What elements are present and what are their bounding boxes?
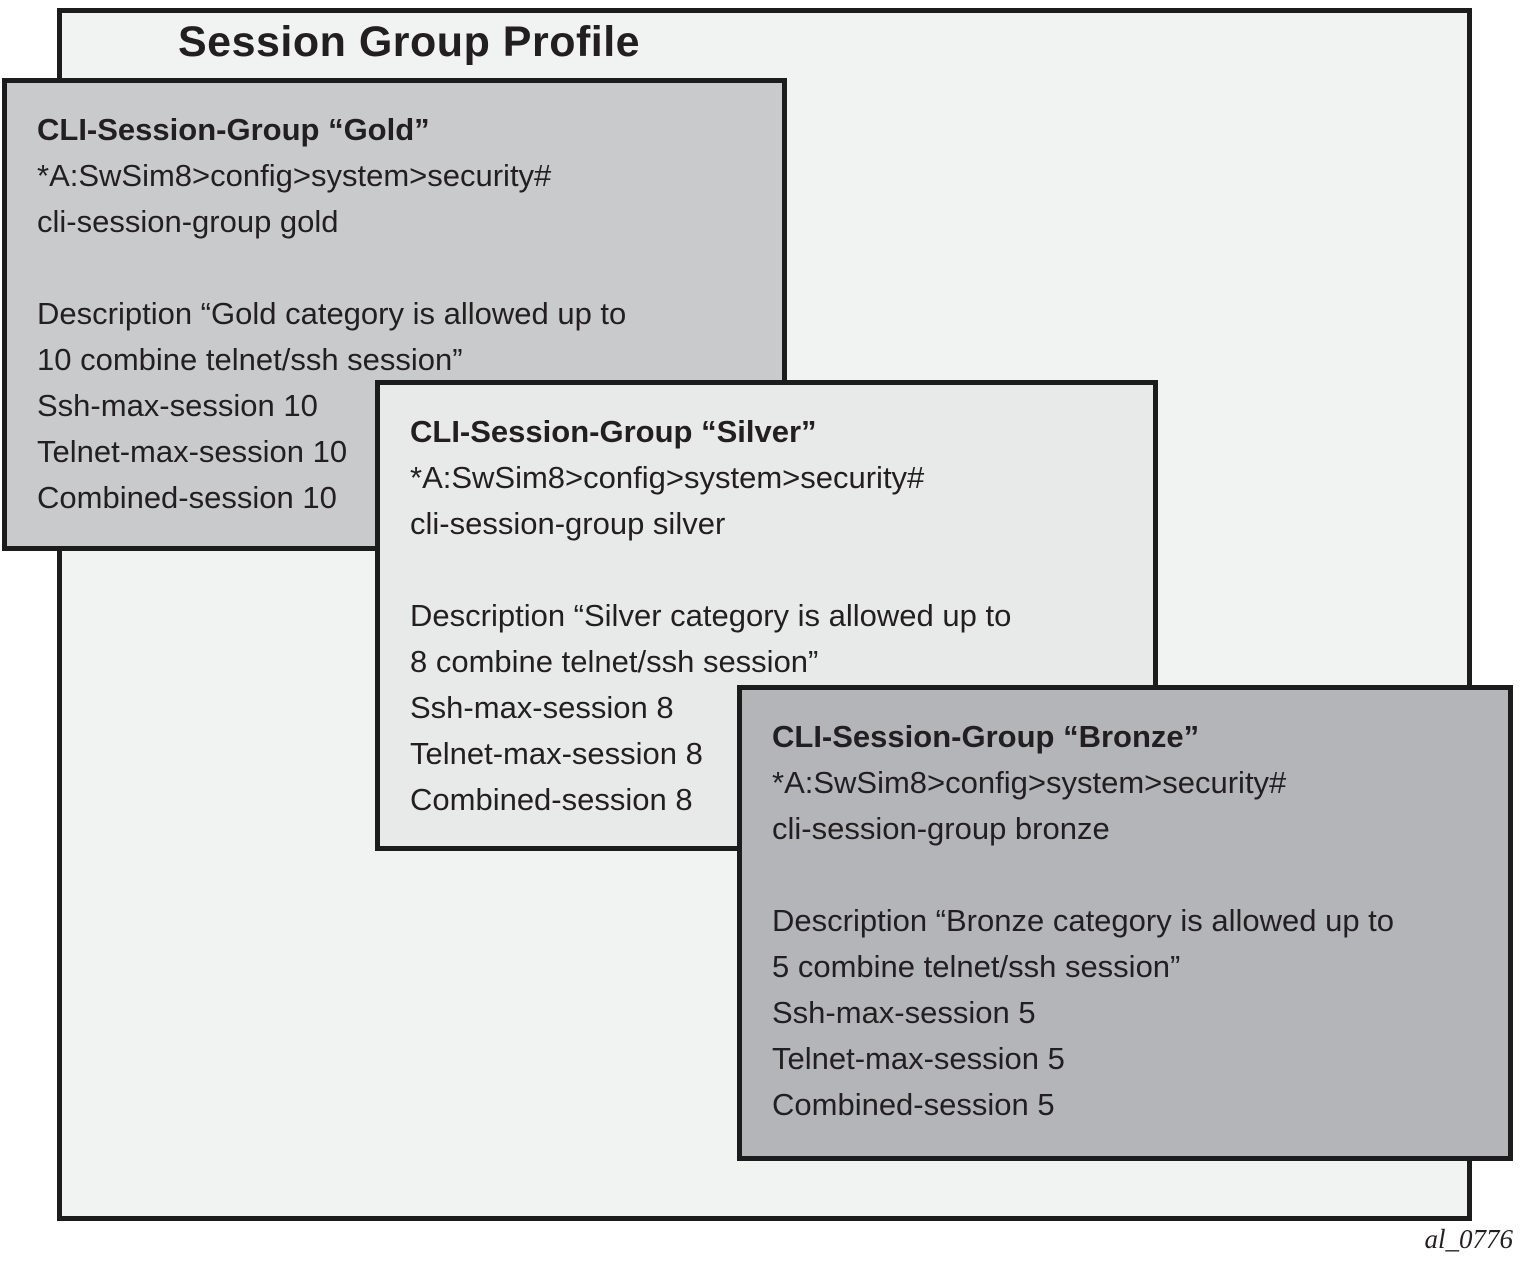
card-gold-blank-line — [37, 245, 762, 291]
card-gold-cli-command: cli-session-group gold — [37, 204, 339, 239]
diagram-title: Session Group Profile — [178, 18, 641, 66]
card-bronze-ssh-max-session: Ssh-max-session 5 — [772, 995, 1036, 1030]
card-silver-combined-session: Combined-session 8 — [410, 782, 693, 817]
card-bronze-description-line2: 5 combine telnet/ssh session” — [772, 949, 1181, 984]
card-bronze-cli-prompt: *A:SwSim8>config>system>security# — [772, 765, 1287, 800]
card-silver-ssh-max-session: Ssh-max-session 8 — [410, 690, 674, 725]
card-gold-description-line1: Description “Gold category is allowed up… — [37, 296, 627, 331]
card-silver-cli-prompt: *A:SwSim8>config>system>security# — [410, 460, 925, 495]
card-gold-description-line2: 10 combine telnet/ssh session” — [37, 342, 463, 377]
card-gold-telnet-max-session: Telnet-max-session 10 — [37, 434, 348, 469]
card-bronze-description-line1: Description “Bronze category is allowed … — [772, 903, 1395, 938]
card-gold-ssh-max-session: Ssh-max-session 10 — [37, 388, 318, 423]
card-silver-cli-command: cli-session-group silver — [410, 506, 726, 541]
card-gold-combined-session: Combined-session 10 — [37, 480, 337, 515]
card-bronze: CLI-Session-Group “Bronze” *A:SwSim8>con… — [737, 685, 1513, 1161]
card-silver-description-line1: Description “Silver category is allowed … — [410, 598, 1012, 633]
card-bronze-cli-command: cli-session-group bronze — [772, 811, 1110, 846]
card-silver-telnet-max-session: Telnet-max-session 8 — [410, 736, 703, 771]
card-gold-cli-prompt: *A:SwSim8>config>system>security# — [37, 158, 552, 193]
card-bronze-title: CLI-Session-Group “Bronze” — [772, 719, 1200, 754]
card-bronze-combined-session: Combined-session 5 — [772, 1087, 1055, 1122]
card-silver-blank-line — [410, 547, 1133, 593]
card-silver-title: CLI-Session-Group “Silver” — [410, 414, 817, 449]
card-gold-title: CLI-Session-Group “Gold” — [37, 112, 430, 147]
figure-label: al_0776 — [1424, 1224, 1513, 1254]
card-bronze-telnet-max-session: Telnet-max-session 5 — [772, 1041, 1065, 1076]
card-silver-description-line2: 8 combine telnet/ssh session” — [410, 644, 819, 679]
card-bronze-blank-line — [772, 852, 1488, 898]
